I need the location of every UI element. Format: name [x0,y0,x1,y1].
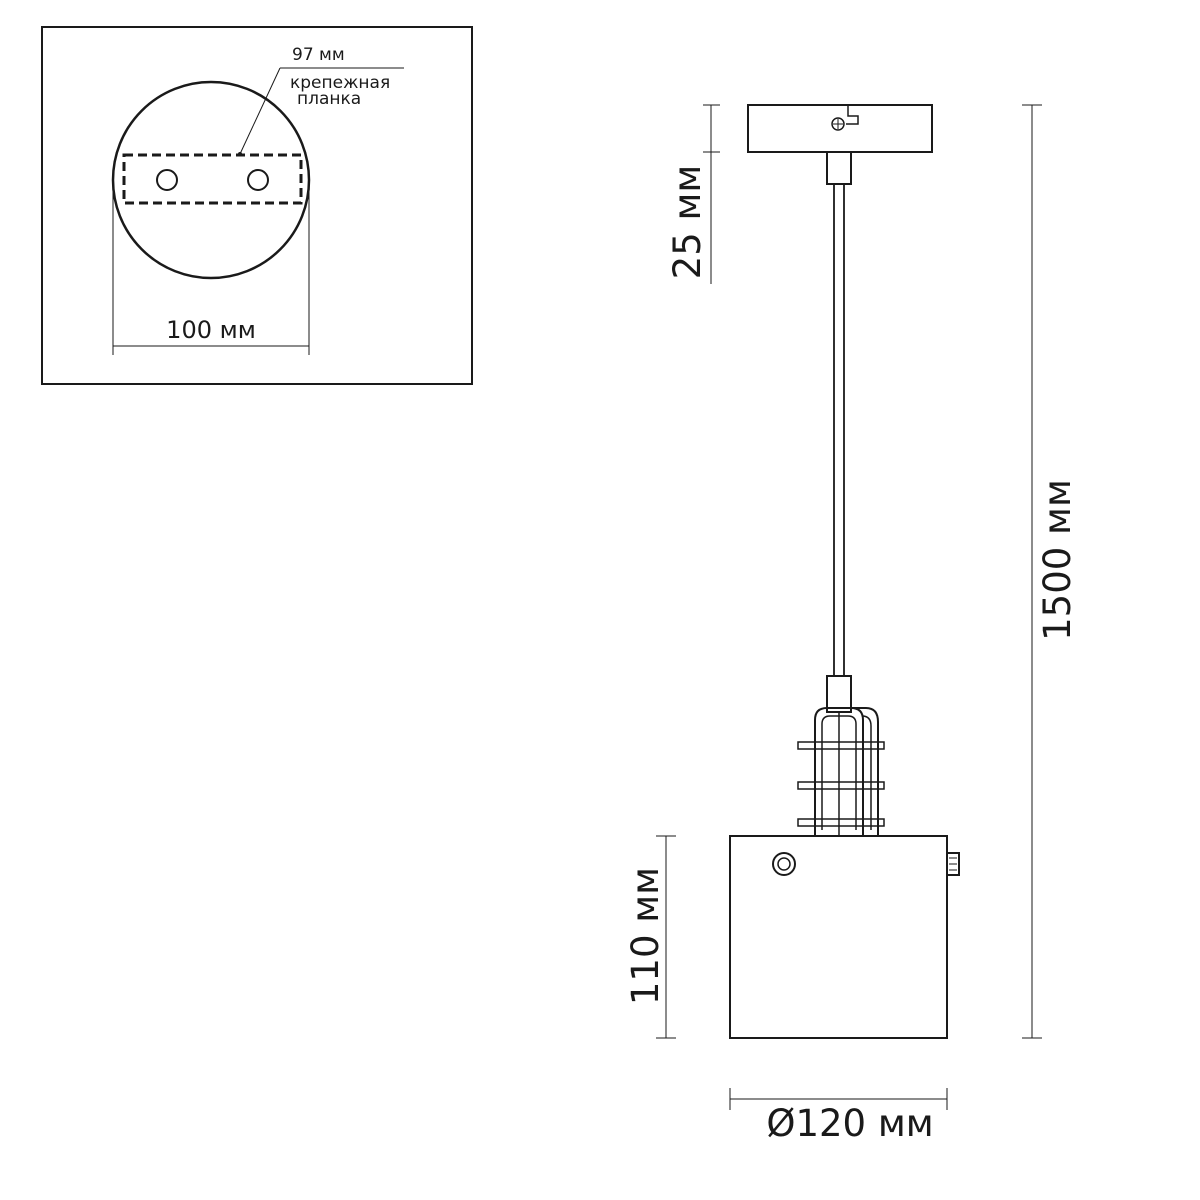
shade-diameter-label: Ø120 мм [766,1102,933,1145]
bracket-leader-line [239,67,281,155]
canopy-slot [846,105,859,125]
dim-canopy-height: 25 мм [666,104,720,284]
cord-clamp-top [826,151,852,185]
inset-frame [41,26,473,385]
dim-total-height: 1500 мм [1022,104,1079,1039]
canopy-side [747,104,933,153]
bracket-name-line2: планка [297,89,361,109]
bracket-hole-left [156,169,178,191]
dim-shade-diameter: Ø120 мм [729,1088,948,1145]
total-height-label: 1500 мм [1036,479,1079,641]
bracket-name-line1: крепежная [290,73,390,93]
lamp-shade [729,835,948,1039]
bracket-leader-dot [238,152,242,156]
canopy-height-label: 25 мм [666,165,709,280]
canopy-circle [111,80,311,280]
lamp-holder [826,675,852,713]
pendant-side-view [729,104,960,1039]
shade-height-label: 110 мм [624,867,667,1005]
wire-cage [797,707,885,836]
shade-hole-outer [772,852,796,876]
side-knob [946,852,960,876]
shade-hole-inner [777,857,791,871]
canopy-top-view-inset: 97 мм крепежная планка 100 мм [41,26,473,385]
canopy-screw [831,117,845,131]
dim-shade-height: 110 мм [624,835,676,1039]
mounting-bracket-dashed [122,153,303,205]
bracket-hole-right [247,169,269,191]
canopy-diameter-label: 100 мм [166,316,256,344]
bracket-width-label: 97 мм [292,45,345,65]
